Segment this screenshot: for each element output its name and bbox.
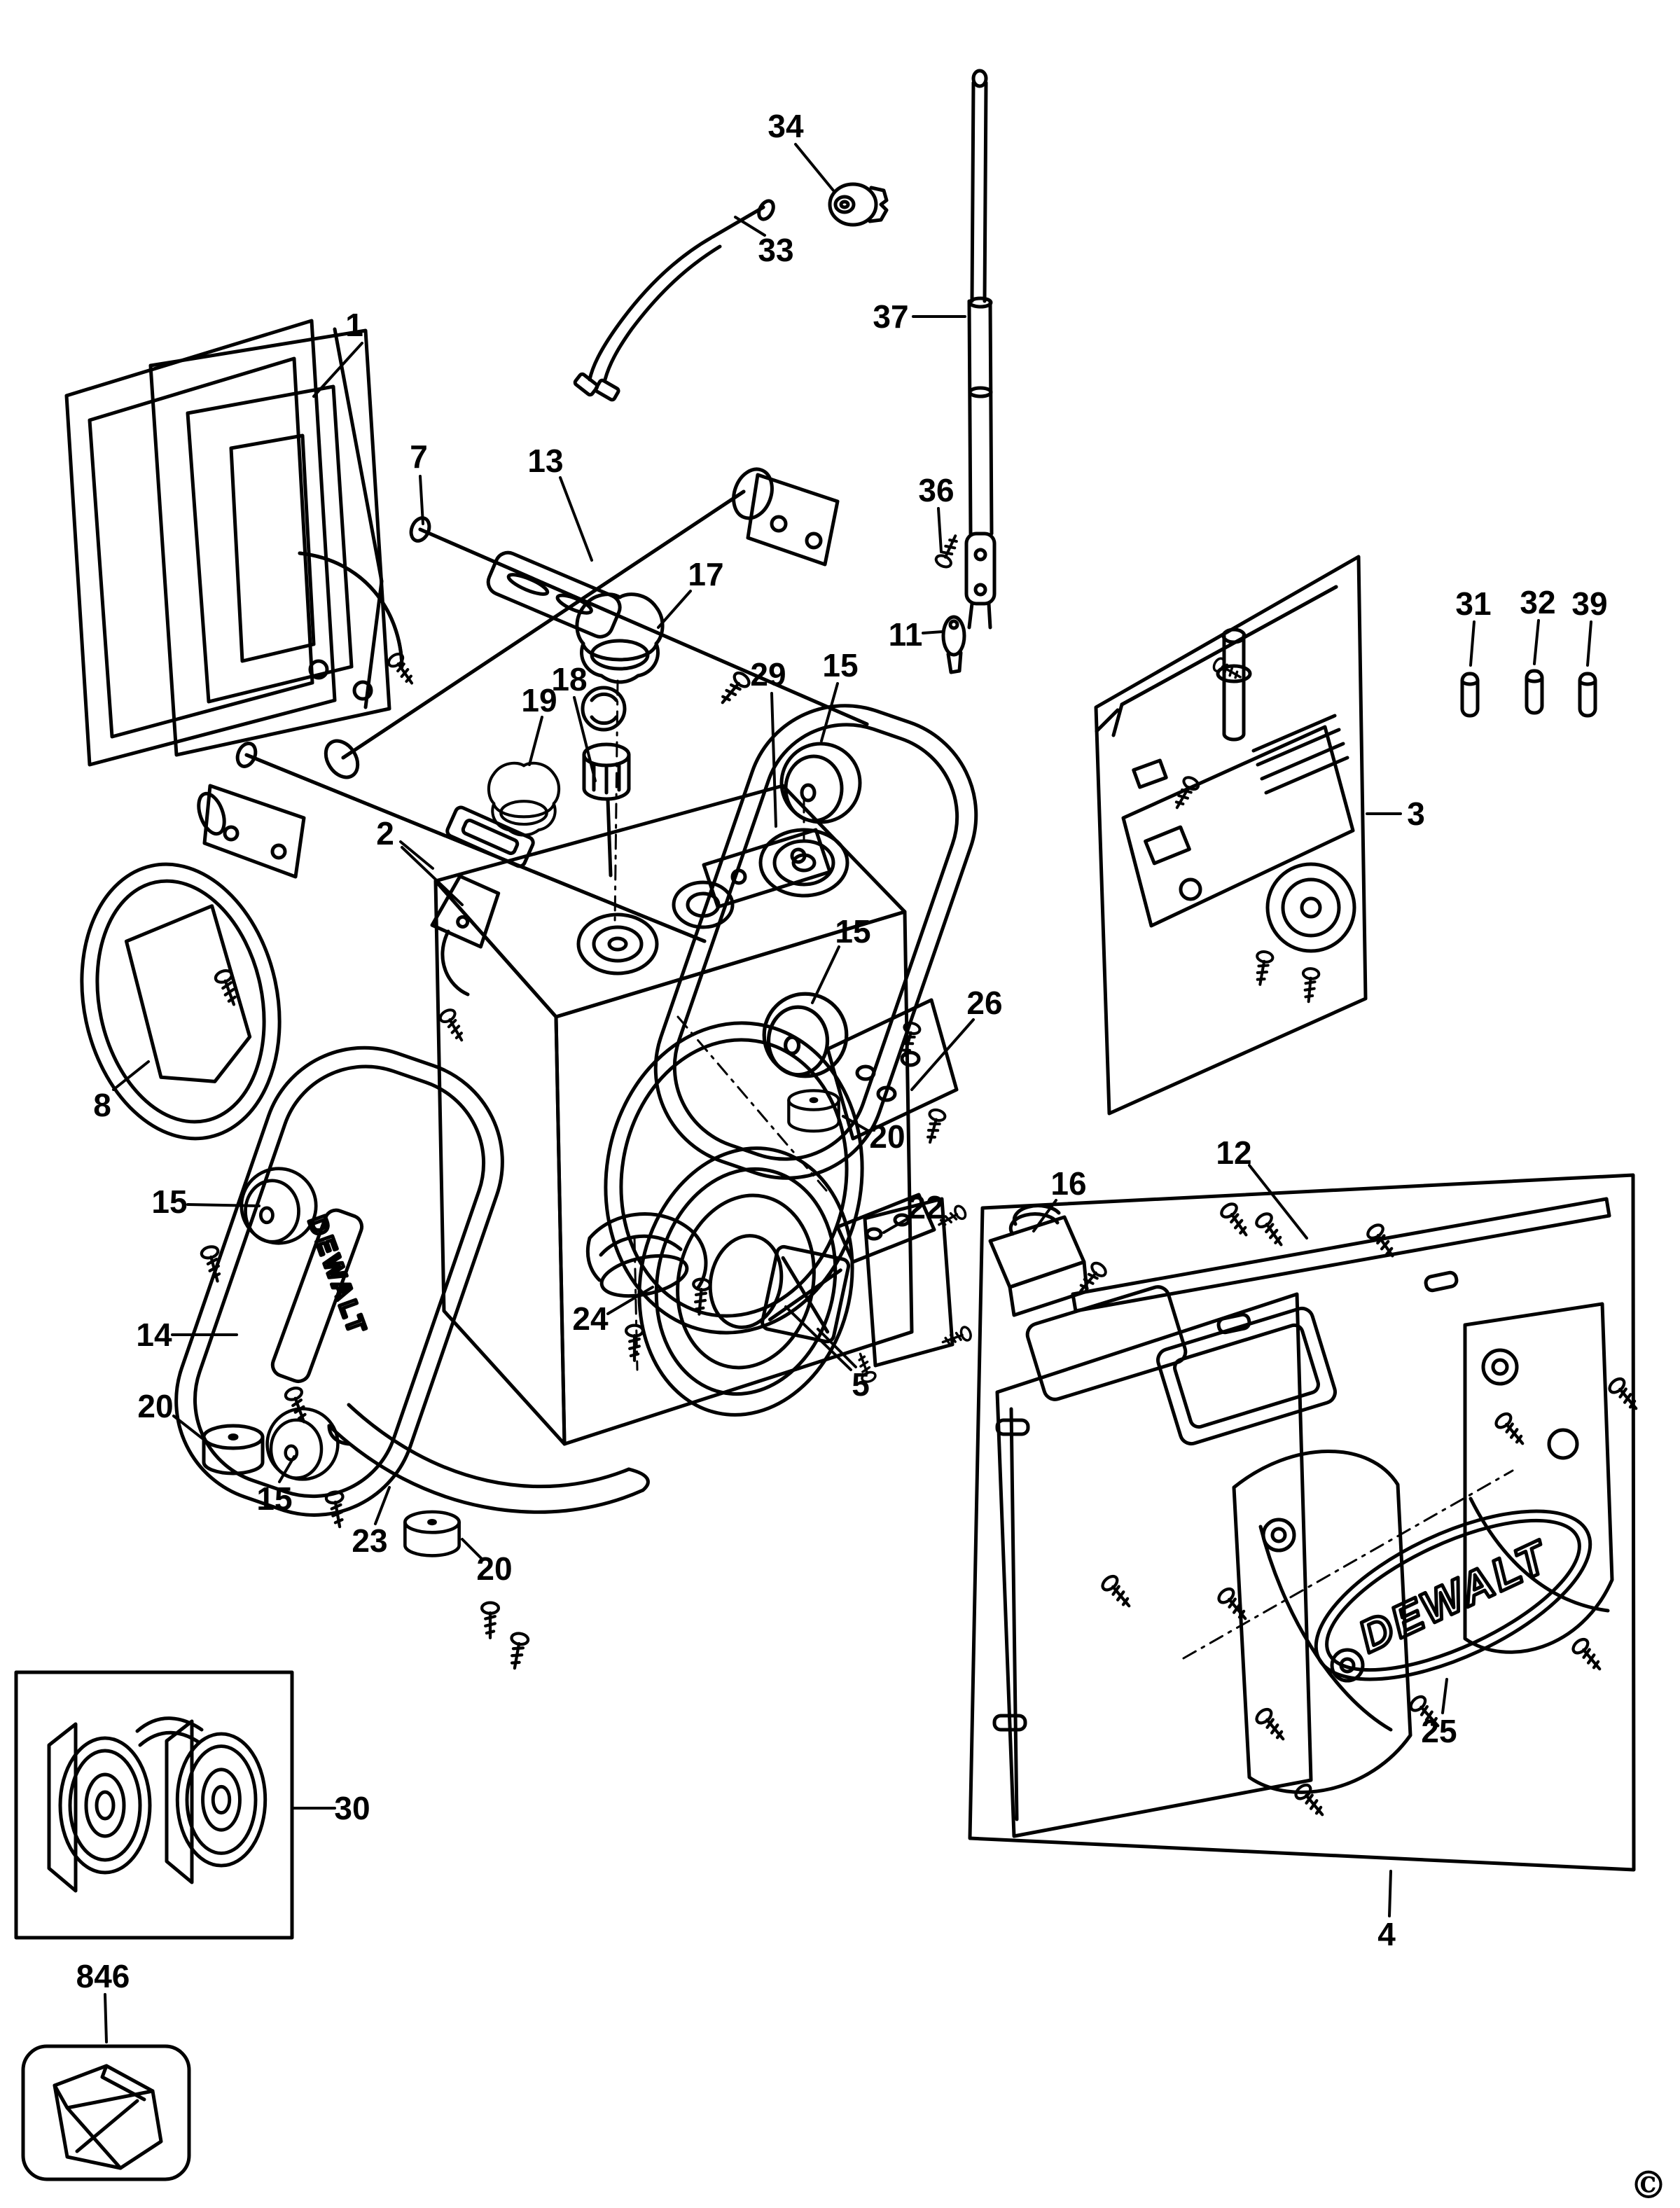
trim-strip-12 (1071, 1197, 1611, 1313)
speaker-mount-plate (852, 1197, 974, 1385)
part-label-7-1: 7 (410, 438, 428, 475)
part-label-24-31: 24 (572, 1300, 609, 1337)
part-label-1-0: 1 (345, 307, 363, 343)
dewalt-badge-text: DEWALT (1351, 1531, 1557, 1662)
part-label-17-3: 17 (688, 556, 724, 592)
base-skid-23 (327, 1403, 650, 1514)
part-label-36-7: 36 (918, 472, 954, 508)
part-label-22-22: 22 (908, 1189, 944, 1225)
part-label-11-8: 11 (888, 616, 923, 653)
part-label-31-9: 31 (1455, 585, 1492, 622)
housing-panel-right (1463, 1302, 1614, 1654)
tuner-assembly (1095, 585, 1356, 1002)
leader-lines (104, 143, 1592, 2043)
part-label-20-30: 20 (476, 1550, 513, 1587)
speaker-driver-5 (637, 1146, 854, 1417)
antenna-mast (964, 69, 997, 630)
housing-panel-middle (1232, 1450, 1412, 1794)
speaker-pad-8 (80, 862, 282, 1141)
part-label-13-2: 13 (527, 443, 564, 479)
latch-parts-2 (430, 805, 535, 997)
housing-group-box (968, 1173, 1636, 1872)
part-label-32-10: 32 (1520, 584, 1556, 620)
part-label-26-19: 26 (966, 985, 1003, 1021)
knob-shaft-parts-18 (581, 686, 631, 877)
part-label-5-32: 5 (852, 1366, 870, 1403)
hardware-bag-box (21, 2044, 191, 2181)
molded-brand-band (270, 1208, 364, 1384)
part-label-20-21: 20 (869, 1118, 905, 1155)
front-panel-assembly (64, 319, 418, 767)
part-label-29-15: 29 (750, 656, 786, 693)
projection-lines (613, 679, 1514, 1660)
bracket-plate-29 (702, 828, 832, 909)
part-label-18-14: 18 (551, 661, 588, 697)
mount-plate-22 (835, 1193, 936, 1264)
part-label-39-11: 39 (1571, 585, 1608, 622)
part-label-37-6: 37 (873, 298, 909, 335)
power-transformer-16 (988, 1204, 1108, 1317)
part-label-30-35: 30 (334, 1790, 370, 1826)
part-label-15-18: 15 (835, 913, 871, 950)
part-label-3-12: 3 (1407, 796, 1425, 832)
handle-bar (197, 467, 840, 879)
jack-pcb-26 (826, 998, 959, 1144)
part-label-12-24: 12 (1216, 1134, 1252, 1171)
rubber-foot-bottom (405, 1512, 459, 1556)
vent-elbow-24 (585, 1212, 708, 1298)
speaker-pair-box (14, 1670, 294, 1940)
part-label-15-28: 15 (256, 1480, 293, 1517)
pin-32 (1527, 671, 1542, 713)
housing-panel-left (992, 1270, 1459, 1838)
part-label-15-16: 15 (822, 647, 859, 683)
antenna-wire (573, 199, 775, 402)
tuner-group-box (1094, 555, 1368, 1116)
part-label-4-34: 4 (1377, 1916, 1396, 1952)
antenna-pivot-link (941, 615, 966, 674)
antenna-screw-36 (934, 532, 962, 569)
part-label-16-23: 16 (1050, 1165, 1087, 1202)
part-label-846-36: 846 (76, 1958, 130, 1994)
part-label-8-20: 8 (93, 1087, 111, 1123)
part-label-19-13: 19 (521, 682, 557, 718)
chassis-body (433, 784, 914, 1446)
pin-39 (1580, 674, 1595, 716)
part-label-33-5: 33 (758, 232, 794, 268)
part-label-2-17: 2 (376, 815, 394, 852)
part-label-34-4: 34 (768, 108, 804, 144)
part-label-14-26: 14 (136, 1317, 172, 1353)
roller-15-top (782, 744, 860, 822)
copyright-mark: © (1630, 2162, 1667, 2207)
part-label-15-25: 15 (151, 1183, 188, 1220)
part-label-20-27: 20 (137, 1388, 174, 1424)
housing-screws (1100, 1202, 1642, 1820)
pin-31 (1462, 674, 1478, 716)
part-label-23-29: 23 (352, 1522, 388, 1559)
antenna-grommet (828, 182, 889, 227)
part-label-25-33: 25 (1421, 1713, 1457, 1749)
